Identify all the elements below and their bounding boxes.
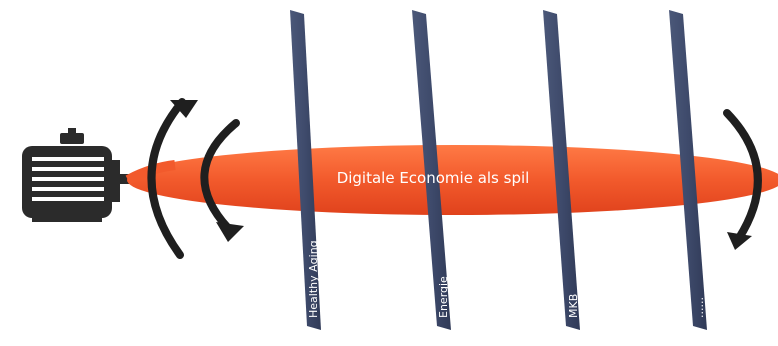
pillar-label-2: Energie (437, 276, 450, 318)
pillar-label-1: Healthy Aging (307, 240, 320, 318)
curved-rotation-arrow-icon (723, 109, 762, 250)
pillar-2 (412, 10, 451, 330)
pillar-1 (290, 10, 321, 330)
electric-motor-icon (22, 128, 134, 222)
axle-label: Digitale Economie als spil (337, 169, 530, 187)
pillar-4 (669, 10, 707, 330)
pillar-label-3: MKB (567, 294, 580, 318)
pillar-label-4: ...... (693, 297, 706, 318)
curved-rotation-arrow-icon (200, 119, 244, 242)
pillar-3 (543, 10, 580, 330)
curved-rotation-arrow-icon (147, 98, 198, 259)
